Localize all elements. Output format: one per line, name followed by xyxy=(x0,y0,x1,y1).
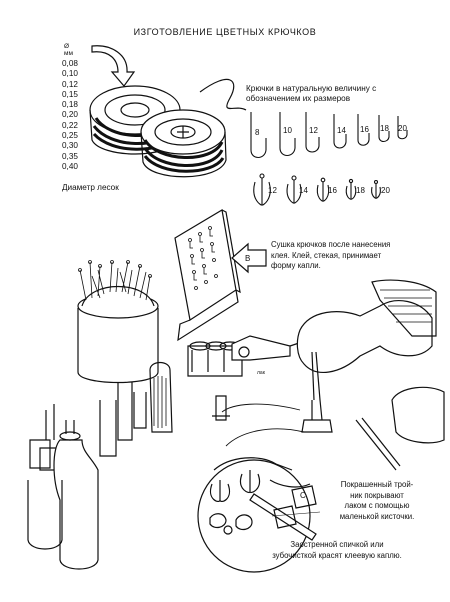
treble-hook-size: 16 xyxy=(328,186,337,195)
treble-hook-size: 18 xyxy=(356,186,365,195)
hooks-caption-line: обозначением их размеров xyxy=(246,94,351,103)
tool-label: лак xyxy=(257,370,265,376)
line-diameter-item: 0,22 xyxy=(62,120,78,130)
label-b: В xyxy=(245,254,251,263)
bottom-note-line: Заостренной спичкой или xyxy=(290,540,384,549)
diameter-caption: Диаметр лесок xyxy=(62,183,119,192)
line-diameter-item: 0,25 xyxy=(62,131,78,141)
drying-note-line: форму капли. xyxy=(271,261,321,270)
line-diameter-item: 0,12 xyxy=(62,79,78,89)
line-diameter-item: 0,40 xyxy=(62,161,78,171)
arrow-to-spools xyxy=(92,46,134,86)
hand-lower xyxy=(356,387,444,470)
line-diameter-item: 0,30 xyxy=(62,141,78,151)
hooks-caption-line: Крючки в натуральную величину с xyxy=(246,84,377,93)
label-c: С xyxy=(300,491,306,500)
pin-jar xyxy=(78,261,158,383)
single-hook-size: 20 xyxy=(398,124,407,133)
single-hook-size: 14 xyxy=(337,126,346,135)
detail-circle xyxy=(198,458,316,572)
drying-note-line: Сушка крючков после нанесения xyxy=(271,240,391,249)
diameter-unit: Ø мм xyxy=(64,43,73,57)
drying-board xyxy=(175,210,240,340)
single-hook-size: 12 xyxy=(309,126,318,135)
line-spools xyxy=(90,79,246,176)
treble-note-line: ник покрывают xyxy=(350,490,404,500)
hand-right xyxy=(297,280,436,432)
line-diameter-item: 0,08 xyxy=(62,59,78,68)
bottles-group xyxy=(28,363,230,570)
line-diameter-item: 0,35 xyxy=(62,151,78,161)
treble-note: Покрашенный трой- ник покрывают лаком с … xyxy=(317,480,437,522)
drying-note: Сушка крючков после нанесения клея. Клей… xyxy=(271,240,449,272)
single-hook-size: 16 xyxy=(360,125,369,134)
hooks-caption: Крючки в натуральную величину с обозначе… xyxy=(246,84,421,104)
treble-hook-size: 14 xyxy=(299,186,308,195)
single-hook-size: 8 xyxy=(255,128,260,137)
line-diameter-list: 0,08 0,10 0,12 0,15 0,18 0,20 0,22 0,25 … xyxy=(62,59,78,172)
treble-note-line: маленькой кисточки. xyxy=(339,511,415,521)
diameter-symbol: Ø xyxy=(64,43,70,50)
line-diameter-item: 0,15 xyxy=(62,89,78,99)
line-diameter-item: 0,20 xyxy=(62,110,78,120)
treble-hook-size: 12 xyxy=(268,186,277,195)
bottom-note-line: зубочисткой красят клеевую каплю. xyxy=(272,550,402,560)
line-diameter-item: 0,18 xyxy=(62,100,78,110)
single-hooks-row xyxy=(251,112,407,158)
drying-note-line: клея. Клей, стекая, принимает xyxy=(271,250,382,260)
vise-tool xyxy=(232,336,302,360)
single-hook-size: 18 xyxy=(380,124,389,133)
treble-note-line: лаком с помощью xyxy=(344,501,410,510)
line-diameter-item: 0,10 xyxy=(62,69,78,79)
treble-hooks-row xyxy=(254,174,381,205)
diameter-mm: мм xyxy=(64,50,73,57)
page-title: ИЗГОТОВЛЕНИЕ ЦВЕТНЫХ КРЮЧКОВ xyxy=(133,27,317,37)
arrow-b xyxy=(232,244,266,272)
bottom-note: Заостренной спичкой или зубочисткой крас… xyxy=(232,540,442,561)
single-hook-size: 10 xyxy=(283,126,292,135)
treble-hook-size: 20 xyxy=(381,186,390,195)
treble-note-line: Покрашенный трой- xyxy=(340,480,414,489)
